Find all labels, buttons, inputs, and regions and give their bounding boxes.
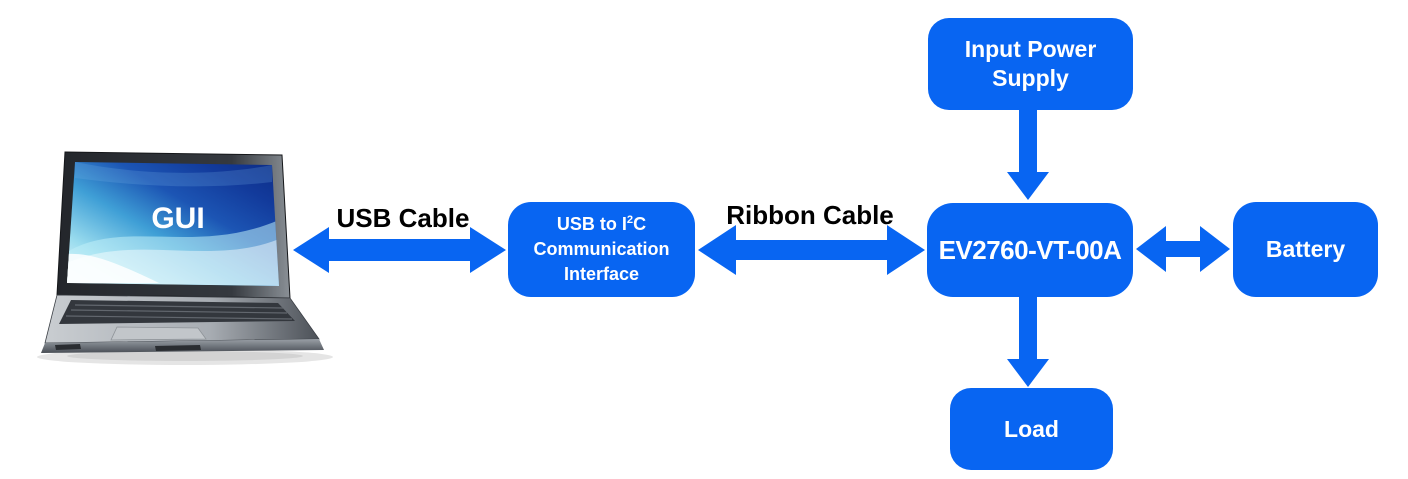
load-label: Load — [1004, 415, 1059, 442]
ribbon-cable-arrow — [698, 225, 925, 275]
usb-i2c-line1-prefix: USB to I — [556, 214, 627, 234]
ev-board-box: EV2760-VT-00A — [927, 203, 1133, 297]
usb-i2c-line1-suffix: C — [633, 214, 647, 234]
laptop-touchpad — [110, 326, 207, 341]
input-power-box: Input Power Supply — [928, 18, 1133, 110]
laptop-shadow-inner — [67, 351, 303, 361]
ev-board-label: EV2760-VT-00A — [938, 234, 1122, 265]
laptop-screen: GUI — [67, 162, 279, 286]
load-box: Load — [950, 388, 1113, 470]
usb-cable-label: USB Cable — [336, 203, 470, 233]
battery-arrow — [1136, 226, 1230, 272]
input-power-label: Input Power Supply — [964, 36, 1097, 91]
laptop-port — [55, 344, 81, 350]
usb-i2c-label: USB to I2C Communication Interface — [508, 212, 695, 287]
gui-label: GUI — [151, 202, 204, 235]
usb-i2c-box: USB to I2C Communication Interface — [508, 202, 695, 297]
input-power-arrow — [1007, 110, 1049, 200]
load-arrow — [1007, 297, 1049, 387]
laptop-shadow — [37, 349, 333, 365]
ribbon-cable-label: Ribbon Cable — [726, 200, 894, 230]
battery-box: Battery — [1233, 202, 1378, 297]
battery-label: Battery — [1265, 236, 1346, 262]
laptop-latch — [155, 345, 201, 351]
usb-i2c-line2: Communication — [533, 239, 670, 259]
usb-i2c-line1-sup: 2 — [626, 214, 634, 226]
laptop-base — [41, 294, 324, 353]
usb-i2c-line3: Interface — [563, 264, 640, 284]
laptop-image: GUI — [37, 151, 333, 365]
usb-cable-arrow — [293, 227, 506, 273]
